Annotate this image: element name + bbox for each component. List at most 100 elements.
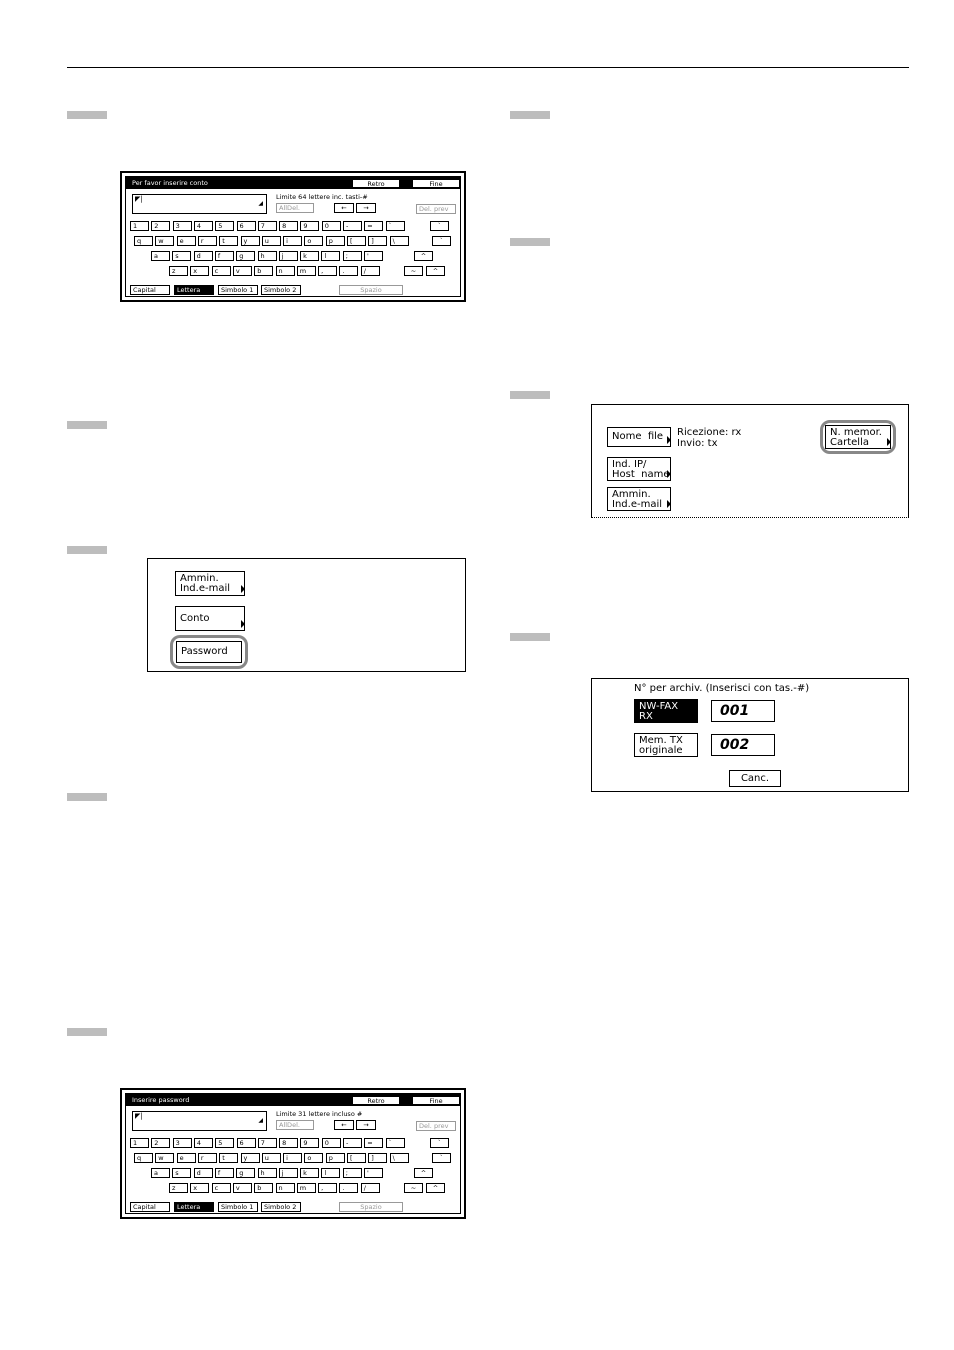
key-row3-0[interactable]: a [151,1168,170,1178]
key-row3-3[interactable]: f [214,1168,234,1178]
key-row2-11[interactable]: ] [368,1153,388,1163]
side-key-1[interactable]: ` [432,236,451,246]
key-row4-7[interactable]: , [318,266,338,276]
key-row2-9[interactable]: p [325,1153,345,1163]
side-key-0[interactable]: ` [430,221,449,231]
delete-previous-button[interactable]: Del. prev [416,204,456,214]
password-button[interactable]: Password [176,641,242,663]
key-row2-6[interactable]: u [261,1153,281,1163]
key-row4-2[interactable]: c [211,266,231,276]
key-row4-7[interactable]: , [318,1183,338,1193]
side-key-4[interactable]: ^ [426,1183,445,1193]
key-row1-2[interactable]: 3 [172,221,192,231]
key-row4-0[interactable]: z [169,266,188,276]
key-row1-3[interactable]: 4 [193,1138,213,1148]
key-row2-10[interactable]: [ [347,236,366,246]
key-row1-3[interactable]: 4 [193,221,213,231]
key-row1-10[interactable]: - [343,1138,362,1148]
key-row4-9[interactable]: / [360,266,380,276]
letter-mode-button[interactable]: Lettera [174,1202,214,1212]
key-row2-8[interactable]: o [304,236,324,246]
key-row4-9[interactable]: / [360,1183,380,1193]
key-row3-5[interactable]: h [257,251,277,261]
key-row3-10[interactable]: ' [364,251,383,261]
key-row1-5[interactable]: 6 [236,221,256,231]
end-button[interactable]: Fine [412,179,460,188]
key-row4-5[interactable]: n [275,266,295,276]
key-row2-11[interactable]: ] [368,236,388,246]
key-row2-12[interactable]: \ [389,1153,409,1163]
key-row2-0[interactable]: q [134,236,153,246]
key-row1-0[interactable]: 1 [130,221,149,231]
key-row1-5[interactable]: 6 [236,1138,256,1148]
key-row3-5[interactable]: h [257,1168,277,1178]
memtx-number-field[interactable]: 002 [711,734,775,756]
key-row1-7[interactable]: 8 [279,221,299,231]
alldel-button[interactable]: AllDel. [276,203,314,213]
capital-mode-button[interactable]: Capital [130,285,170,295]
delete-previous-button[interactable]: Del. prev [416,1121,456,1131]
side-key-3[interactable]: ~ [404,266,423,276]
side-key-2[interactable]: ^ [414,1168,433,1178]
key-row3-1[interactable]: s [172,1168,192,1178]
key-row1-8[interactable]: 9 [300,221,320,231]
side-key-4[interactable]: ^ [426,266,445,276]
space-button[interactable]: Spazio [339,1202,403,1212]
key-row4-8[interactable]: . [339,1183,359,1193]
key-row1-4[interactable]: 5 [215,221,235,231]
admin-email-button[interactable]: Ammin. Ind.e-mail [607,487,671,511]
capital-mode-button[interactable]: Capital [130,1202,170,1212]
key-row3-6[interactable]: j [278,251,298,261]
key-row1-6[interactable]: 7 [257,221,277,231]
key-row2-7[interactable]: i [283,1153,303,1163]
key-row4-6[interactable]: m [296,1183,316,1193]
key-row2-4[interactable]: t [219,236,239,246]
key-row3-3[interactable]: f [214,251,234,261]
back-button[interactable]: Retro [352,1096,400,1105]
key-row2-7[interactable]: i [283,236,303,246]
key-row1-0[interactable]: 1 [130,1138,149,1148]
key-row1-4[interactable]: 5 [215,1138,235,1148]
key-row2-10[interactable]: [ [347,1153,366,1163]
key-row3-2[interactable]: d [193,251,213,261]
text-input-field[interactable]: ◤|◢ [132,194,267,214]
side-key-2[interactable]: ^ [414,251,433,261]
ip-host-button[interactable]: Ind. IP/ Host name [607,457,671,481]
key-row1-11[interactable]: = [364,221,384,231]
key-row4-4[interactable]: b [254,1183,274,1193]
key-row1-6[interactable]: 7 [257,1138,277,1148]
key-row4-3[interactable]: v [232,1183,252,1193]
symbol1-mode-button[interactable]: Simbolo 1 [218,285,258,295]
side-key-0[interactable]: ` [430,1138,449,1148]
back-button[interactable]: Retro [352,179,400,188]
key-row2-0[interactable]: q [134,1153,153,1163]
key-row2-3[interactable]: r [197,1153,217,1163]
key-row3-4[interactable]: g [236,251,256,261]
key-row2-2[interactable]: e [176,1153,196,1163]
key-row1-2[interactable]: 3 [172,1138,192,1148]
key-row2-3[interactable]: r [197,236,217,246]
nwfax-rx-button[interactable]: NW-FAX RX [634,699,698,723]
key-row4-4[interactable]: b [254,266,274,276]
key-row4-1[interactable]: x [190,266,210,276]
key-row1-9[interactable]: 0 [321,1138,341,1148]
key-row4-6[interactable]: m [296,266,316,276]
text-input-field[interactable]: ◤|◢ [132,1111,267,1131]
key-row1-1[interactable]: 2 [151,1138,171,1148]
key-row1-1[interactable]: 2 [151,221,171,231]
key-row2-12[interactable]: \ [389,236,409,246]
symbol2-mode-button[interactable]: Simbolo 2 [261,1202,301,1212]
key-row1-12[interactable]: ` [385,221,405,231]
symbol2-mode-button[interactable]: Simbolo 2 [261,285,301,295]
key-row3-6[interactable]: j [278,1168,298,1178]
key-row3-4[interactable]: g [236,1168,256,1178]
key-row4-2[interactable]: c [211,1183,231,1193]
memtx-original-button[interactable]: Mem. TX originale [634,733,698,757]
key-row2-2[interactable]: e [176,236,196,246]
key-row3-9[interactable]: ; [342,251,362,261]
side-key-1[interactable]: ` [432,1153,451,1163]
key-row2-1[interactable]: w [155,1153,175,1163]
key-row3-0[interactable]: a [151,251,170,261]
file-name-button[interactable]: Nome file [607,427,671,447]
cursor-right-button[interactable]: → [356,1120,376,1130]
